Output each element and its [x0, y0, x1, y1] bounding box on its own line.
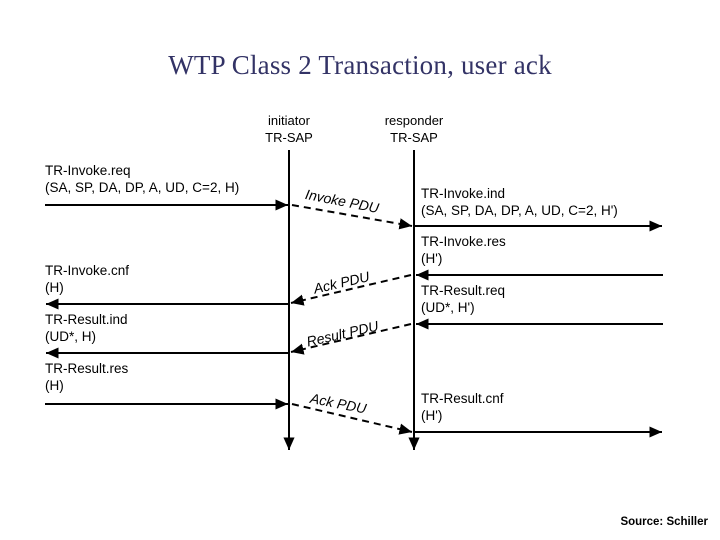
primitive-params: (H') [421, 251, 443, 266]
lifeline-role-initiator: initiator [268, 113, 310, 128]
pdu-arrow-ack-pdu-2 [291, 403, 413, 435]
primitive-name: TR-Result.res [45, 361, 129, 376]
page-title: WTP Class 2 Transaction, user ack [168, 50, 552, 80]
primitive-name: TR-Invoke.req [45, 163, 131, 178]
lifeline-sap-initiator: TR-SAP [265, 130, 313, 145]
primitive-params: (H') [421, 408, 443, 423]
primitive-name: TR-Result.ind [45, 312, 128, 327]
pdu-arrow-result-pdu [290, 323, 412, 355]
primitive-label-tr-result-req: TR-Result.req (UD*, H') [421, 282, 505, 316]
primitive-label-tr-invoke-req: TR-Invoke.req (SA, SP, DA, DP, A, UD, C=… [45, 162, 239, 196]
lifeline-header-initiator: initiator TR-SAP [219, 112, 359, 146]
pdu-arrow-invoke-pdu [291, 204, 413, 230]
lifeline-header-responder: responder TR-SAP [344, 112, 484, 146]
primitive-name: TR-Invoke.ind [421, 186, 506, 201]
lifeline-sap-responder: TR-SAP [390, 130, 438, 145]
primitive-params: (SA, SP, DA, DP, A, UD, C=2, H) [45, 180, 240, 195]
primitive-label-tr-invoke-cnf: TR-Invoke.cnf (H) [45, 262, 129, 296]
primitive-params: (SA, SP, DA, DP, A, UD, C=2, H') [421, 203, 618, 218]
primitive-label-tr-result-res: TR-Result.res (H) [45, 360, 128, 394]
primitive-name: TR-Result.req [421, 283, 506, 298]
primitive-params: (UD*, H) [45, 329, 96, 344]
primitive-name: TR-Invoke.res [421, 234, 506, 249]
source-credit: Source: Schiller [620, 516, 708, 528]
pdu-arrow-ack-pdu-1 [290, 274, 412, 306]
lifeline-role-responder: responder [384, 113, 444, 128]
primitive-params: (H) [45, 378, 64, 393]
primitive-label-tr-result-ind: TR-Result.ind (UD*, H) [45, 311, 128, 345]
primitive-label-tr-invoke-res: TR-Invoke.res (H') [421, 233, 506, 267]
primitive-label-tr-result-cnf: TR-Result.cnf (H') [421, 390, 504, 424]
primitive-label-tr-invoke-ind: TR-Invoke.ind (SA, SP, DA, DP, A, UD, C=… [421, 185, 618, 219]
primitive-name: TR-Result.cnf [421, 391, 504, 406]
primitive-params: (H) [45, 280, 64, 295]
primitive-name: TR-Invoke.cnf [45, 263, 130, 278]
primitive-params: (UD*, H') [421, 300, 475, 315]
